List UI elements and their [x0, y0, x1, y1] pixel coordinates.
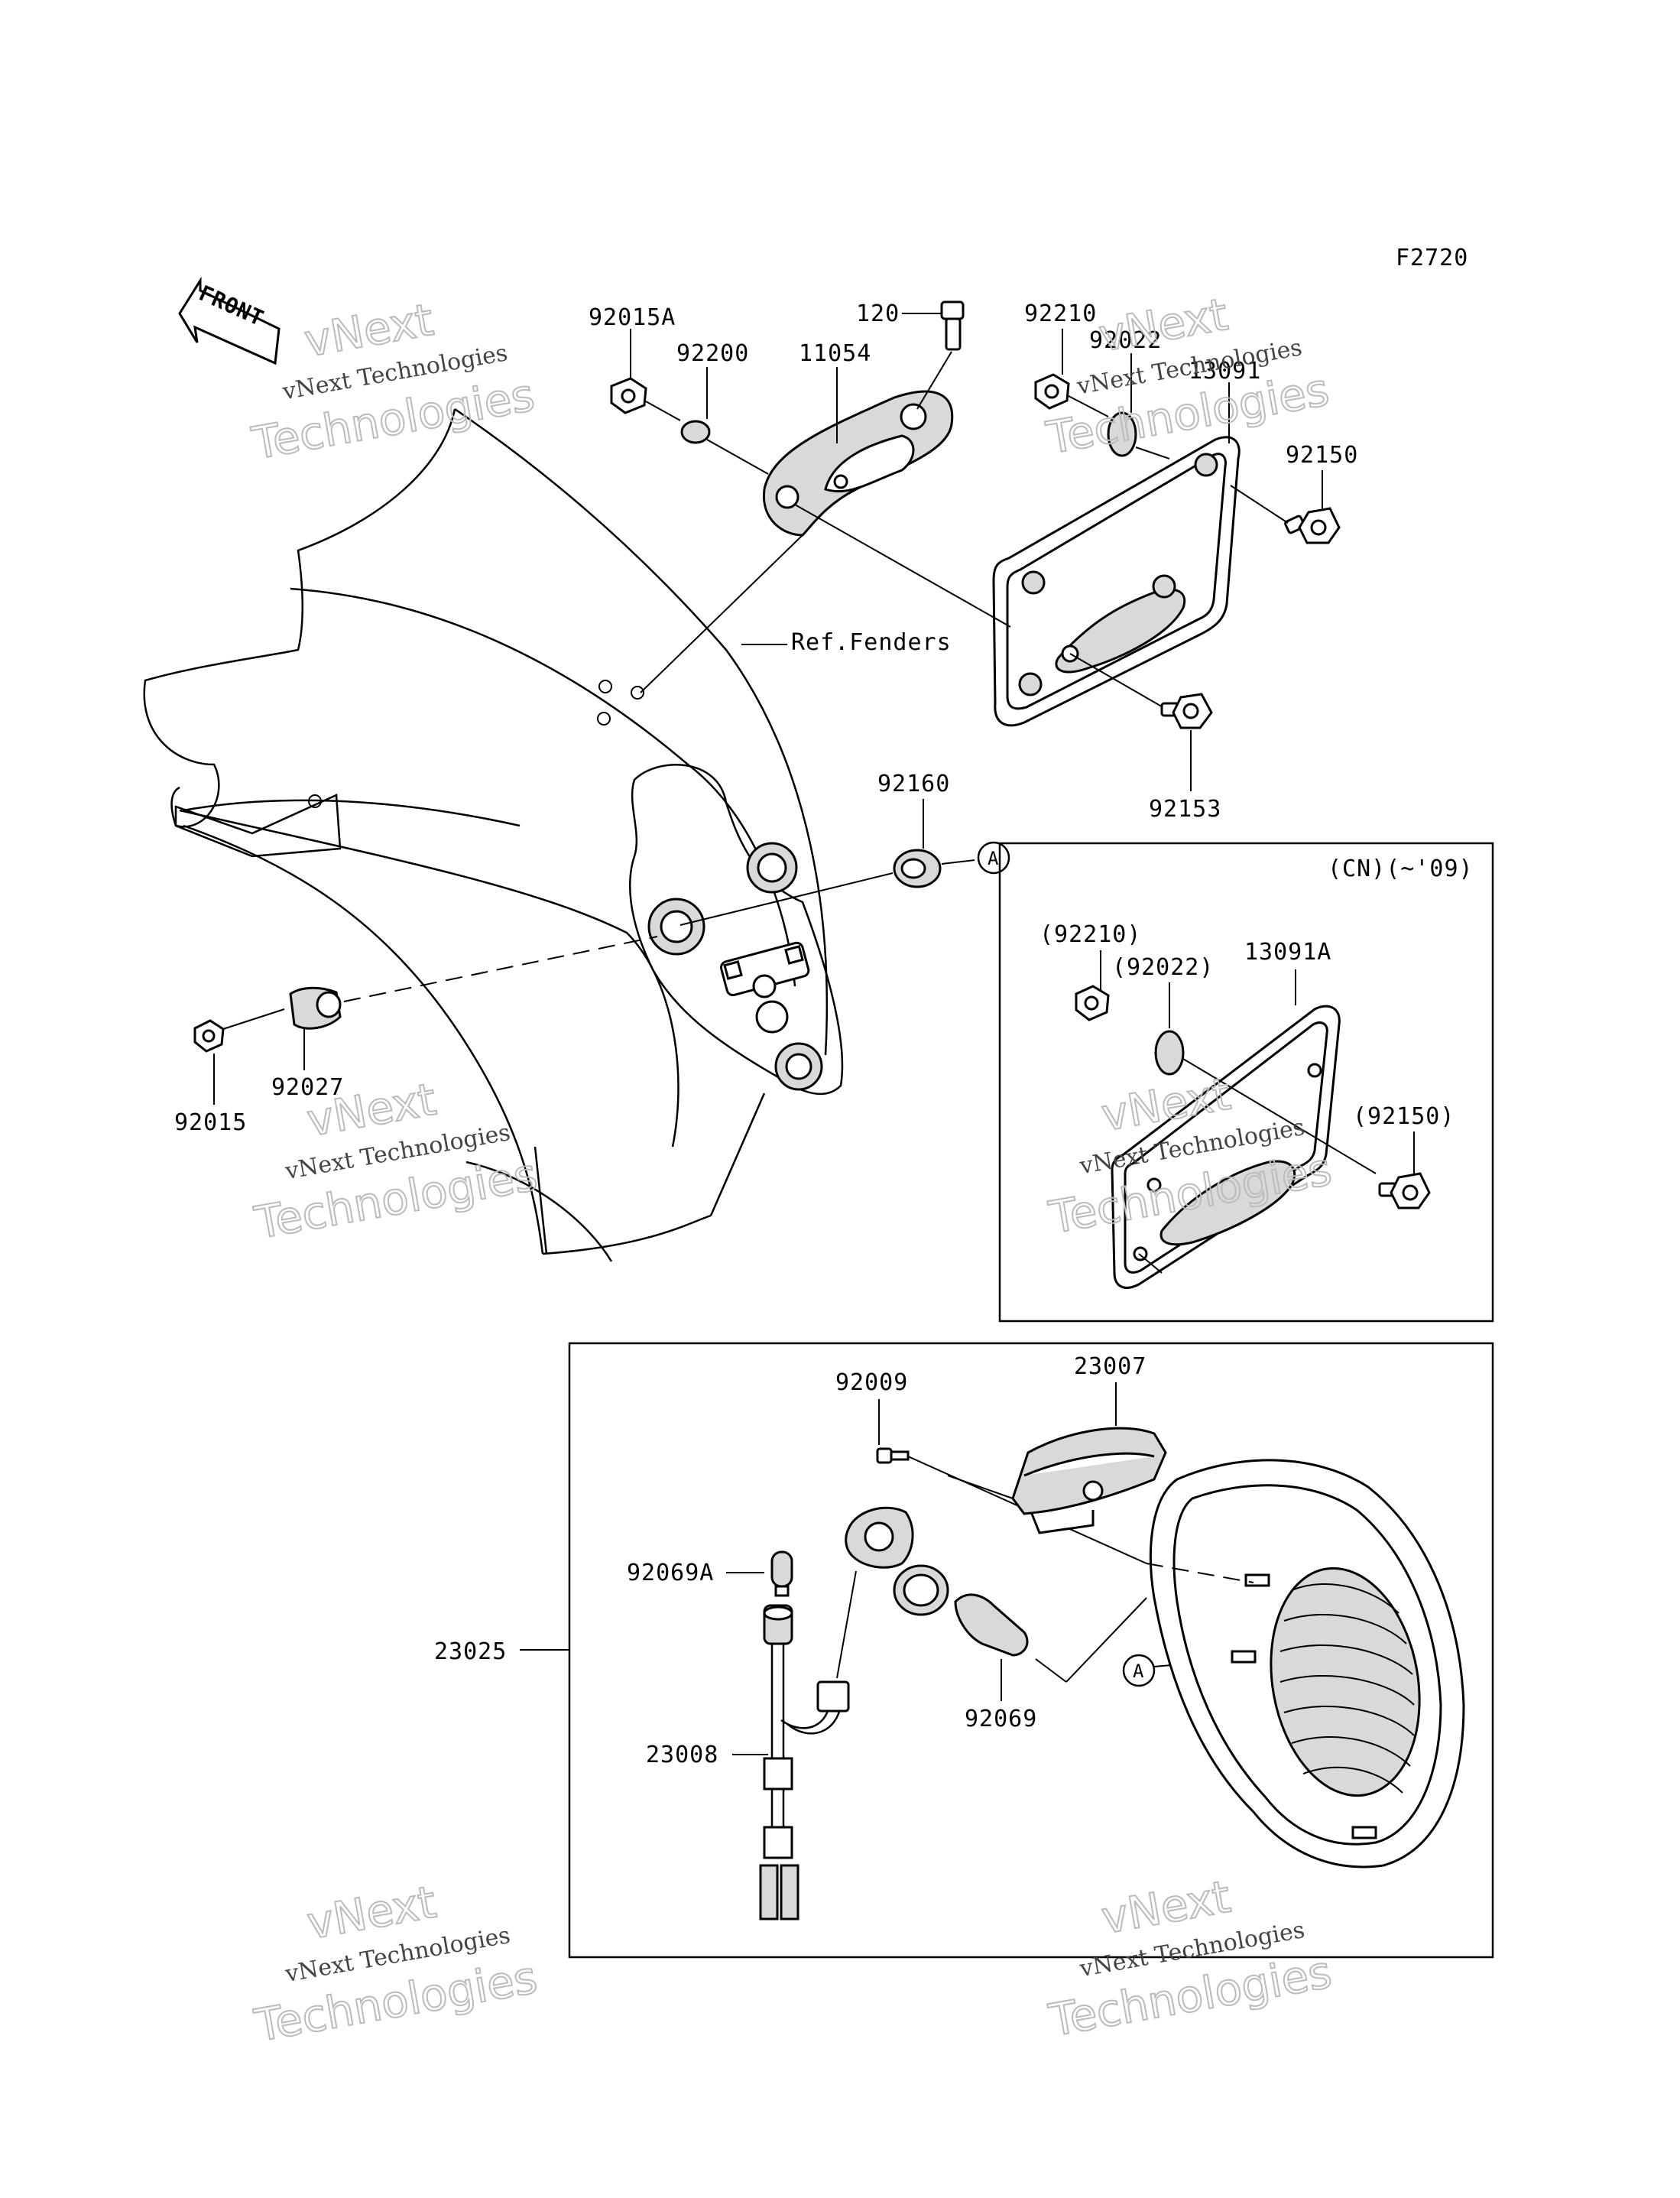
label-120: 120 [856, 300, 900, 327]
lens-23007 [1011, 1427, 1167, 1534]
socket [845, 1506, 914, 1569]
label-92015: 92015 [174, 1109, 247, 1136]
bolt-120 [940, 300, 965, 351]
watermark-top-left: vNext vNext Technologies Technologies [248, 293, 540, 470]
washer-92022 [1107, 411, 1137, 457]
wiring-harness-23008 [759, 1570, 857, 1920]
bulb-92069 [954, 1593, 1029, 1657]
bulb-92069A [770, 1550, 793, 1597]
washer-92200 [680, 420, 711, 444]
bolt-92150-alt [1378, 1172, 1431, 1209]
label-92015A: 92015A [589, 304, 676, 331]
front-arrow-icon: FRONT [178, 276, 281, 365]
label-92210-alt: (92210) [1039, 921, 1141, 948]
ref-fenders-label: Ref.Fenders [791, 629, 952, 656]
label-92150-alt: (92150) [1353, 1103, 1455, 1130]
label-92027: 92027 [271, 1074, 344, 1101]
callout-a-bottom [1122, 1654, 1156, 1687]
watermark-mid-left: vNext vNext Technologies Technologies [250, 1072, 542, 1249]
label-92200: 92200 [676, 340, 749, 367]
washer-92022-alt [1154, 1030, 1185, 1076]
bolt-92153 [1160, 693, 1213, 729]
callout-a-bottom-letter: A [1133, 1661, 1144, 1682]
figure-code: F2720 [1396, 245, 1468, 271]
label-92160: 92160 [877, 771, 950, 797]
callout-a-top-letter: A [988, 848, 999, 869]
bracket-11054 [762, 390, 954, 537]
bolt-92150 [1284, 507, 1341, 544]
grommet-92160 [893, 849, 942, 888]
label-23025: 23025 [434, 1638, 507, 1665]
watermark-bottom-right: vNext vNext Technologies Technologies [1044, 1870, 1336, 2047]
label-92153: 92153 [1149, 796, 1221, 823]
label-13091A: 13091A [1244, 939, 1331, 966]
nut-92210-alt [1075, 985, 1110, 1021]
callout-a-top [977, 841, 1010, 875]
label-11054: 11054 [799, 340, 871, 367]
label-92022: 92022 [1089, 327, 1162, 354]
label-23008: 23008 [646, 1742, 718, 1768]
label-92009: 92009 [835, 1369, 908, 1396]
nut-92015A [610, 377, 647, 414]
plate-bracket-13091 [992, 436, 1241, 727]
nut-92015 [193, 1019, 225, 1053]
label-92150: 92150 [1286, 442, 1358, 469]
rear-fender [143, 407, 844, 1262]
spacer-92027 [289, 986, 342, 1030]
tail-lamp-housing [1149, 1459, 1465, 1868]
cn-variant-box [998, 842, 1494, 1323]
label-92210: 92210 [1024, 300, 1097, 327]
nut-92210 [1034, 373, 1070, 410]
label-23007: 23007 [1074, 1353, 1146, 1380]
screw-92009 [876, 1447, 910, 1464]
watermark-bottom-left: vNext vNext Technologies Technologies [250, 1875, 542, 2052]
label-92069A: 92069A [627, 1560, 714, 1586]
region-note: (CN)(~'09) [1328, 855, 1474, 882]
label-13091: 13091 [1189, 358, 1261, 385]
label-92022-alt: (92022) [1112, 954, 1214, 981]
label-92069: 92069 [965, 1706, 1037, 1732]
plate-bracket-13091A [1111, 1005, 1341, 1289]
